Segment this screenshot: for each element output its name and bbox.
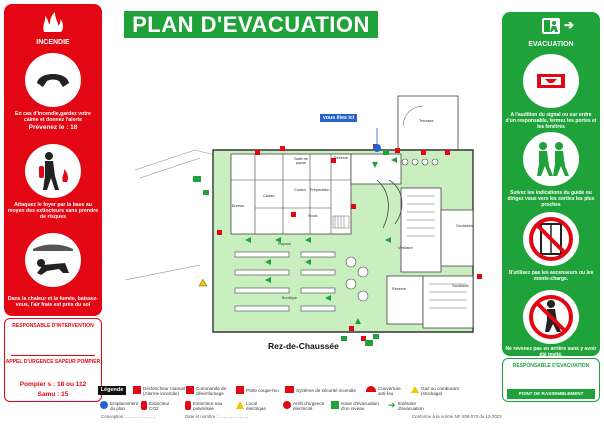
ssi-icon xyxy=(285,386,294,393)
room-salle-pause: Salle de pause xyxy=(294,157,308,165)
you-are-here-label: vous êtes ici xyxy=(320,114,358,122)
legend-item-stop: Arrêt d'urgence électricité xyxy=(293,401,325,411)
intervention-box: RESPONSABLE D'INTERVENTION APPEL D'URGEN… xyxy=(4,318,102,402)
shelving xyxy=(234,251,336,312)
legend-item-gas: Gaz ou comburant (stockage) xyxy=(421,386,459,396)
floor-label: Rez-de-Chaussée xyxy=(268,341,339,351)
flame-icon xyxy=(43,12,64,32)
fire-door-icon xyxy=(236,386,244,394)
you-are-here-marker xyxy=(373,144,381,152)
guide-text: Suivez les indications du guide ou dirig… xyxy=(507,190,595,208)
smoke-control-icon xyxy=(186,386,194,394)
exit-arrow-icon: ➔ xyxy=(564,18,575,32)
legend-title: Légende xyxy=(98,386,126,395)
legend-item-desenfumage: Commande de désenfumage xyxy=(196,386,227,396)
emergency-stop-icon xyxy=(283,401,291,409)
incendie-heading: INCENDIE xyxy=(36,39,70,46)
manual-alarm-icon xyxy=(133,386,141,394)
evacuation-responsible-label: RESPONSABLE D'EVACUATION xyxy=(512,363,590,369)
evacuation-routes xyxy=(245,157,397,324)
elevator-text: N'utilisez pas les ascenseurs ou les mon… xyxy=(508,270,594,282)
room-vestiaire: Vestiaire xyxy=(398,246,413,250)
legend-item-electric: Local électrique xyxy=(246,401,266,411)
evacuation-instructions-panel: ➔ EVACUATION A l'audition du signal ou s… xyxy=(502,12,600,358)
legend-item-alarm: Déclencheur manuel (Alarme incendie) xyxy=(143,386,186,396)
room-terrasse: Terrasse xyxy=(419,119,434,123)
crawl-icon-circle xyxy=(25,233,81,287)
extinguisher-icon-circle xyxy=(25,144,81,198)
evacuation-responsible-box: RESPONSABLE D'EVACUATION POINT DE RASSEM… xyxy=(502,358,600,402)
evac-route-arrow-icon: ➔ xyxy=(388,400,396,410)
room-stock: Stock xyxy=(308,214,318,218)
footer-norme: Conforme à la norme NF X08-070 du 12-202… xyxy=(412,414,502,419)
electrical-room-icon xyxy=(236,401,244,409)
page-title: PLAN D'EVACUATION xyxy=(124,11,378,38)
fire-blanket-icon xyxy=(366,386,376,392)
phone-icon-circle xyxy=(25,53,81,107)
room-boutique: Boutique xyxy=(282,296,297,300)
samu-number: Samu : 15 xyxy=(37,391,69,398)
no-return-icon-circle xyxy=(523,290,579,344)
guide-person-icon xyxy=(537,142,569,176)
room-reserve: Réserve xyxy=(334,156,349,160)
water-extinguisher-icon xyxy=(185,401,191,410)
no-elevator-icon-circle xyxy=(523,212,579,266)
legend-item-co2: Extincteur CO2 xyxy=(149,401,170,411)
pompiers-number: Pompier s : 18 ou 112 xyxy=(19,381,87,388)
safety-symbols xyxy=(193,144,482,346)
level-exit-icon xyxy=(331,401,339,409)
no-elevator-icon xyxy=(529,217,573,261)
legend-item-location: Emplacement du plan xyxy=(110,401,139,411)
legend-item-level-exit: Issue d'évacuation d'un niveau xyxy=(341,401,379,411)
phone-icon xyxy=(37,74,69,87)
extinguisher-person-icon xyxy=(39,152,68,190)
alarm-icon-circle xyxy=(523,54,579,108)
legend-item-ssi: Système de sécurité incendie xyxy=(296,388,357,393)
co2-extinguisher-icon xyxy=(141,401,147,410)
floor-plan xyxy=(124,95,482,346)
footer-conception: Conception : ........................ xyxy=(101,414,157,419)
smoke-text: Dans la chaleur et la fumée, baissez-vou… xyxy=(7,296,99,308)
room-bureau: Bureau xyxy=(232,204,245,208)
evacuation-heading: EVACUATION xyxy=(528,41,574,48)
room-sanitaires-1: Sanitaires xyxy=(456,224,473,228)
alert-number-text: Prévenez le : 18 xyxy=(28,124,78,131)
crawling-person-icon xyxy=(33,244,73,275)
no-return-icon xyxy=(529,295,573,339)
alarm-text: A l'audition du signal ou sur ordre d'un… xyxy=(505,112,597,130)
legend-item-water: Extincteur eau pulvérisée xyxy=(193,401,223,411)
footer-date: Date et nombre : .......................… xyxy=(185,414,249,419)
no-return-text: Ne revenez pas en arrière sans y avoir é… xyxy=(505,346,597,358)
room-preparation: Préparation xyxy=(310,188,330,192)
room-caisse: Caisse xyxy=(263,194,275,198)
urgence-label: APPEL D'URGENCE SAPEUR POMPIER xyxy=(5,359,101,365)
gas-warning-icon xyxy=(411,386,419,393)
sanitaires-block xyxy=(400,187,442,273)
alarm-siren-icon xyxy=(537,74,565,88)
alert-text: En cas d'incendie,gardez votre calme et … xyxy=(15,111,91,123)
intervention-label: RESPONSABLE D'INTERVENTION xyxy=(12,323,94,329)
extinguisher-text: Attaquez le foyer par la base au moyen d… xyxy=(7,202,99,220)
legend-item-route: Itinéraire d'évacuation xyxy=(398,401,424,411)
room-sanitaires-2: Sanitaires xyxy=(452,284,469,288)
room-rayons: Rayons xyxy=(278,242,291,246)
divider xyxy=(11,355,95,356)
terrace xyxy=(397,95,459,155)
guide-icon-circle xyxy=(523,132,579,186)
exit-sign-icon xyxy=(542,18,560,34)
legend-item-door: Porte coupe-feu xyxy=(246,388,279,393)
legend-item-blanket: Couverture anti-feu xyxy=(378,386,401,396)
room-reserve-2: Réserve xyxy=(392,287,407,291)
assembly-point-label: POINT DE RASSEMBLEMENT xyxy=(507,389,595,399)
room-couloir: Couloir xyxy=(294,188,307,192)
fire-instructions-panel: INCENDIE En cas d'incendie,gardez votre … xyxy=(4,4,102,316)
plan-location-icon xyxy=(100,401,108,409)
